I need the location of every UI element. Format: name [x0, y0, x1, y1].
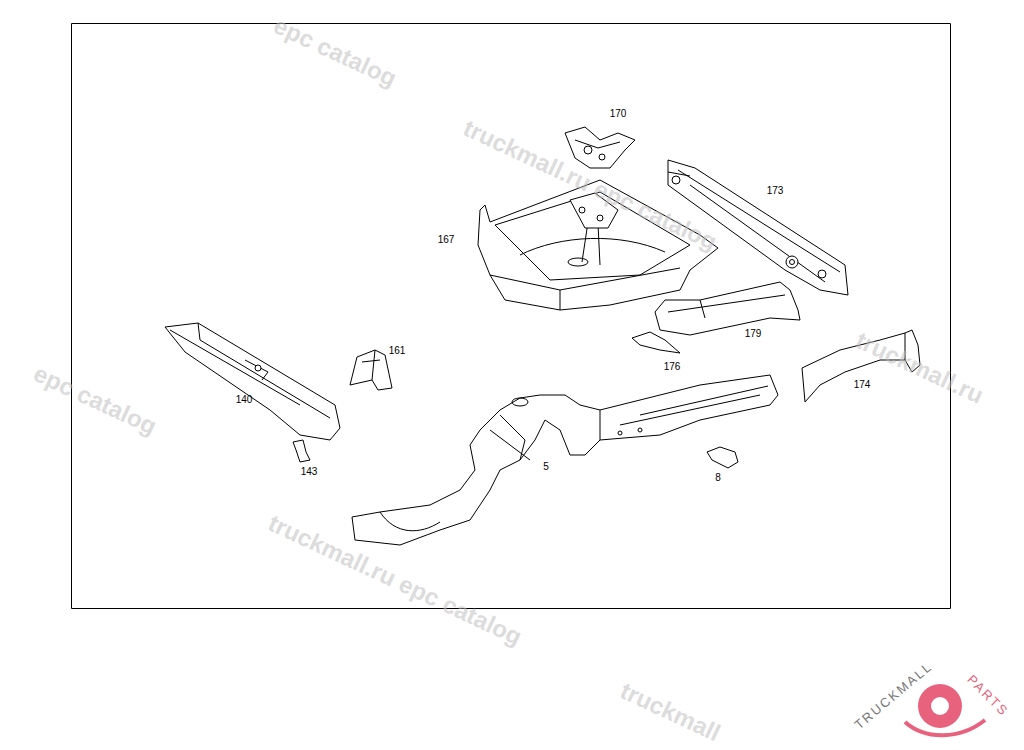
- callout-number: 173: [767, 186, 784, 196]
- watermark: truckmall: [617, 679, 724, 746]
- callout-number: 161: [389, 346, 406, 356]
- callout-number: 170: [610, 109, 627, 119]
- logo-gear: [905, 684, 985, 735]
- bracket-161: [350, 350, 392, 390]
- watermark: epc catalog: [270, 13, 400, 91]
- callout-number: 140: [236, 395, 253, 405]
- bracket-8: [707, 447, 738, 468]
- callout-number: 179: [745, 329, 762, 339]
- side-member-5: [352, 375, 778, 545]
- panel-179: [655, 282, 800, 335]
- bracket-170: [565, 127, 635, 168]
- side-member-140: [165, 323, 340, 440]
- logo-text: PARTS: [965, 672, 1011, 718]
- watermark: truckmall.ru: [853, 328, 988, 408]
- callout-number: 167: [438, 235, 455, 245]
- callout-number: 5: [543, 462, 549, 472]
- bracket-143: [293, 440, 310, 462]
- callout-number: 143: [301, 467, 318, 477]
- frame: [72, 24, 951, 609]
- callout-number: 174: [854, 380, 871, 390]
- callout-number: 176: [664, 362, 681, 372]
- bracket-176: [632, 332, 680, 353]
- watermark: epc catalog: [30, 361, 160, 439]
- callout-number: 8: [715, 473, 721, 483]
